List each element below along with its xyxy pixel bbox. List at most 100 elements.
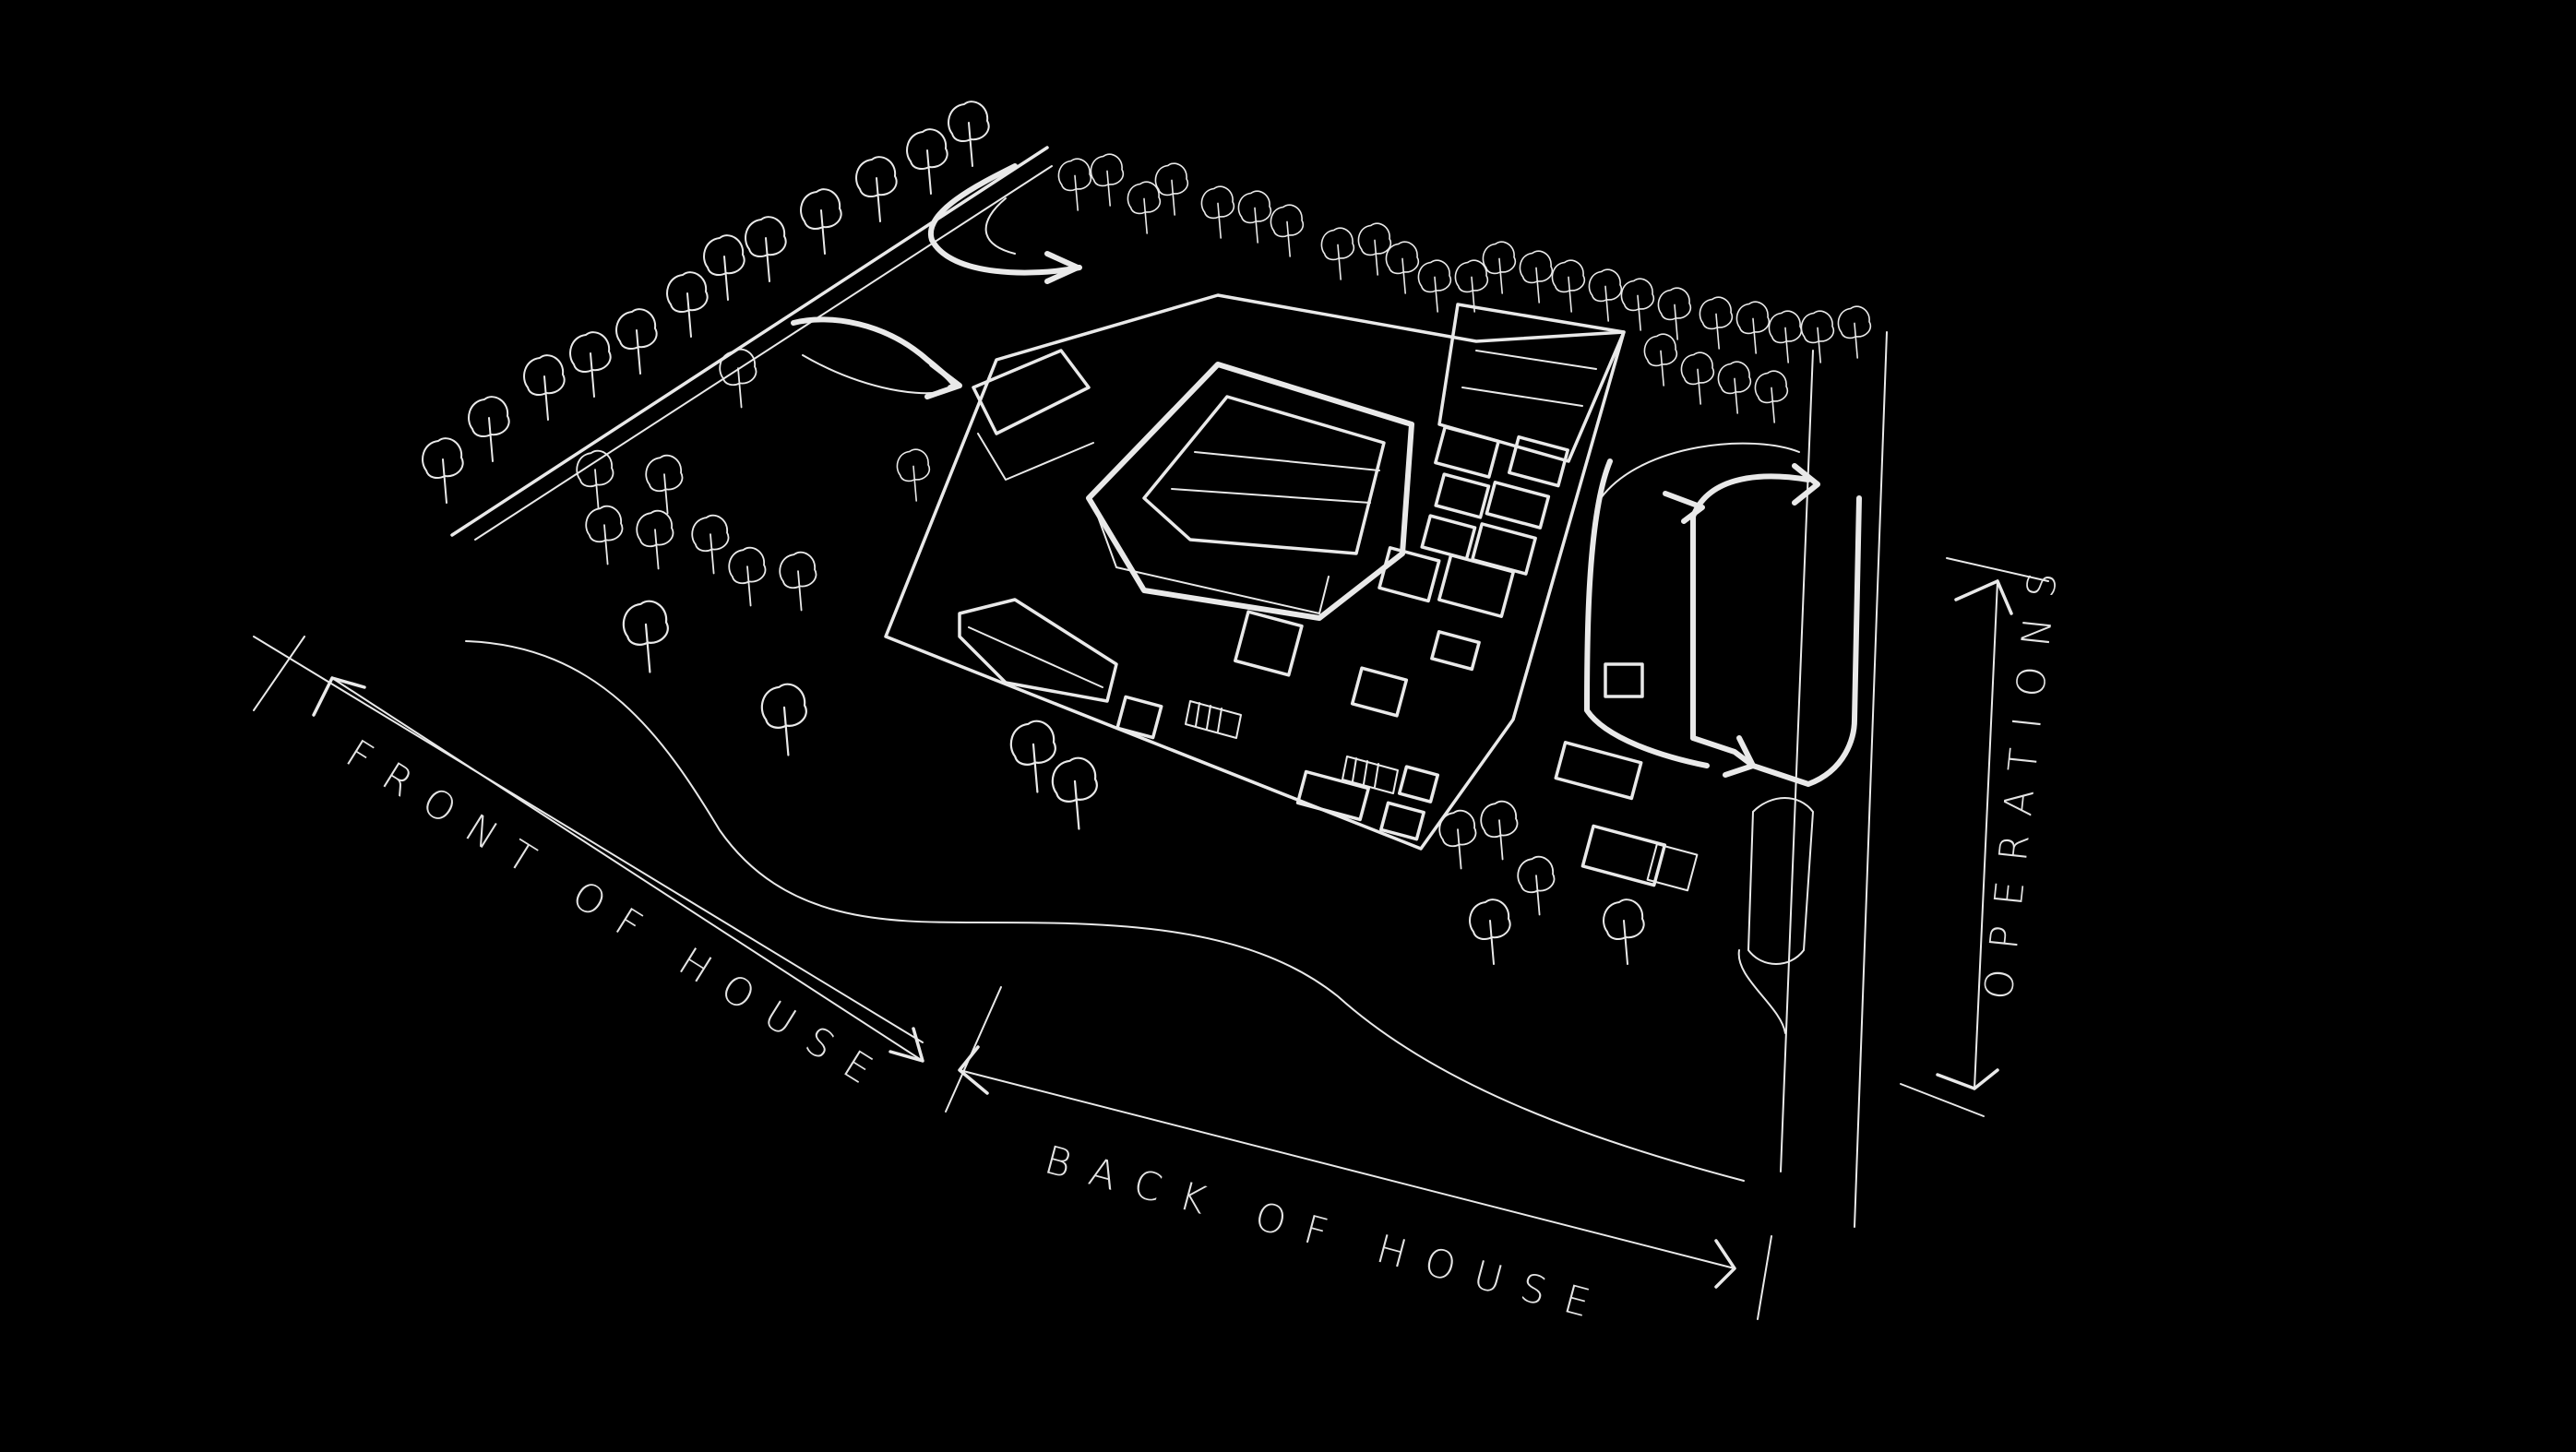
stall-4: [1397, 765, 1440, 803]
road-loop-edge-2: [984, 197, 1016, 255]
access-roads: [450, 146, 1082, 541]
right-road-line-a: [1854, 331, 1888, 1228]
tree-icon: [1717, 361, 1752, 414]
ops-road-edge: [1600, 442, 1800, 499]
tree-icon: [1657, 287, 1692, 340]
tree-icon: [1620, 278, 1655, 331]
ops-building-3: [1646, 842, 1699, 892]
ops-arrowhead-down: [1723, 735, 1756, 778]
arena-outer: [1086, 362, 1414, 621]
site-edge-front: [253, 636, 924, 1043]
road-loop-arrow-2: [927, 163, 1082, 276]
back-arrowhead-right: [1714, 1239, 1736, 1289]
front-dimension-line: [331, 677, 924, 1062]
tree-icon: [1837, 305, 1872, 359]
tree-icon: [1480, 800, 1519, 861]
tree-icon: [800, 188, 842, 255]
tree-icon: [1385, 241, 1420, 294]
block-11: [1430, 630, 1481, 672]
arena-line-2: [1194, 451, 1380, 471]
block-7: [1377, 546, 1441, 603]
tree-icon: [906, 128, 948, 195]
right-road-line-b: [1780, 350, 1814, 1172]
main-access-road-a: [450, 146, 1049, 537]
tree-icon: [779, 551, 817, 612]
tree-icon: [666, 271, 709, 338]
site-boundaries: [253, 331, 1888, 1320]
tree-icon: [1800, 310, 1835, 363]
stall-1: [1115, 695, 1163, 740]
tree-icon: [585, 505, 624, 565]
tree-icon: [1603, 899, 1645, 965]
tree-icon: [1009, 720, 1056, 793]
tree-icon: [523, 354, 566, 421]
stall-group-1: [1185, 700, 1242, 739]
tree-icon: [1357, 222, 1392, 276]
ops-arrowhead-top: [1954, 579, 2013, 615]
zone-divider-right: [1757, 1235, 1772, 1320]
long-shed: [958, 598, 1118, 703]
arrowhead-1: [924, 362, 962, 399]
back-arrowhead-left: [958, 1045, 989, 1095]
block-3: [1434, 472, 1491, 519]
arena-stands: [1097, 516, 1330, 614]
tree-icon: [1270, 204, 1305, 257]
tree-icon: [1438, 809, 1477, 870]
hall-line-1: [1475, 350, 1597, 370]
ops-arrowhead-up: [1663, 491, 1705, 524]
tree-icon: [719, 348, 757, 409]
tree-icon: [569, 331, 612, 398]
zone-dimensions: [253, 557, 2049, 1289]
ops-building-1: [1554, 741, 1643, 801]
main-complex: [884, 293, 1626, 851]
ops-vehicle: [1604, 662, 1644, 698]
tree-icon: [1588, 268, 1623, 322]
tree-icon: [1200, 185, 1235, 239]
block-6: [1471, 522, 1537, 576]
road-bend: [1737, 949, 1786, 1034]
zone-divider-middle: [945, 986, 1002, 1113]
tree-icon: [948, 101, 990, 167]
tree-icon: [1417, 259, 1452, 313]
tree-icon: [1051, 756, 1098, 830]
tree-icon: [1768, 310, 1803, 363]
tree-icon: [1699, 296, 1734, 350]
back-dimension-line: [959, 1069, 1735, 1269]
tree-icon: [615, 308, 658, 375]
tree-icon: [1643, 333, 1678, 387]
tree-icon: [1320, 227, 1355, 280]
ops-arrowhead-bottom: [1936, 1068, 1999, 1090]
ops-arrowhead-right: [1792, 463, 1820, 506]
tree-icon: [622, 600, 669, 673]
arena-field: [1142, 395, 1386, 555]
tree-icon: [1754, 370, 1789, 423]
block-9: [1234, 610, 1304, 677]
tree-icon: [1482, 241, 1517, 294]
block-5: [1420, 514, 1477, 561]
stall-group-2: [1342, 756, 1399, 794]
tree-icon: [1057, 158, 1092, 211]
ops-tick-bottom: [1900, 1083, 1985, 1117]
tree-icon: [1551, 259, 1586, 313]
block-1: [1434, 425, 1500, 479]
arena-line-1: [1171, 488, 1371, 504]
tree-icon: [422, 437, 464, 504]
tree-icon: [1735, 301, 1771, 354]
tree-icon: [1127, 181, 1162, 234]
ops-tick-top: [1946, 557, 2049, 582]
main-access-road-b: [474, 165, 1053, 541]
entrance-building: [972, 349, 1091, 435]
ops-road-outer-left: [1584, 458, 1710, 768]
entrance-base: [977, 433, 1094, 481]
stall-3: [1379, 801, 1425, 841]
block-8: [1437, 553, 1516, 618]
tree-group: [422, 101, 1872, 965]
operations-area: [1554, 442, 1862, 965]
tree-icon: [468, 396, 510, 462]
tree-icon: [1517, 855, 1556, 916]
tree-icon: [636, 509, 674, 570]
ops-road-outer-right: [1690, 495, 1862, 787]
front-tick-left: [253, 636, 305, 711]
block-10: [1350, 666, 1409, 718]
